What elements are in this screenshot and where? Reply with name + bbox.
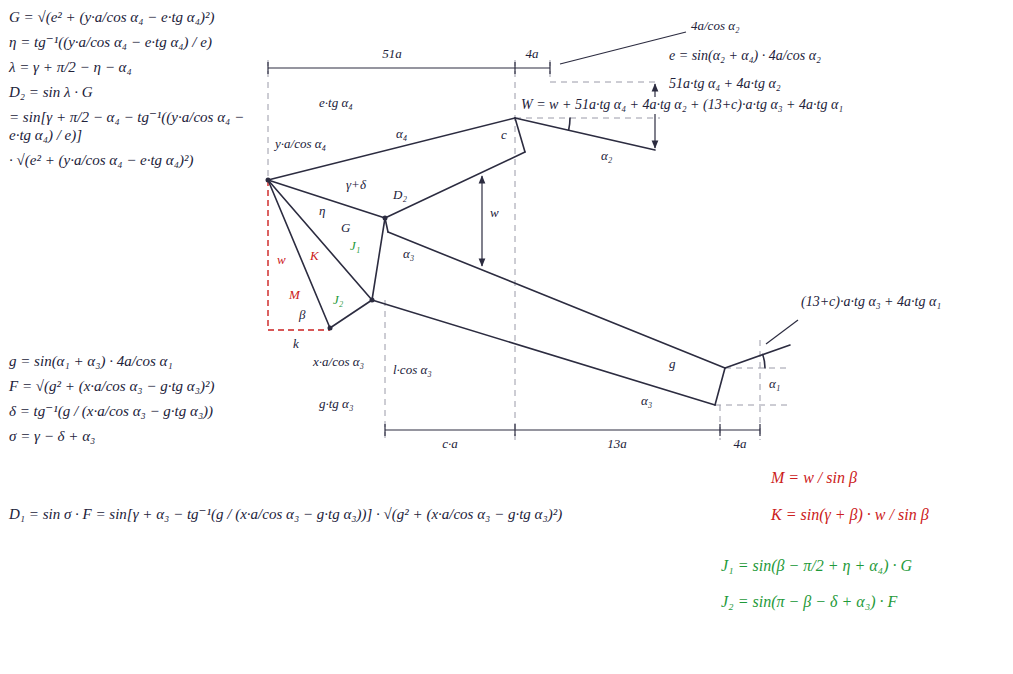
dimension-label: k <box>292 336 300 352</box>
formula: D₁ = sin σ · F = sin[γ + α₃ − tg⁻¹(g / (… <box>8 505 750 523</box>
formula: D₂ = sin λ · G <box>8 83 263 101</box>
formula: G = √(e² + (y·a/cos α₄ − e·tg α₄)²) <box>8 8 263 26</box>
formula-column: G = √(e² + (y·a/cos α₄ − e·tg α₄)²) η = t… <box>8 8 263 176</box>
callout-label: 4a/cos α₂ <box>690 18 741 34</box>
dimension-label: 13a <box>606 436 628 452</box>
formula: J₂ = sin(π − β − δ + α₃) · F <box>720 592 898 611</box>
formula: K = sin(γ + β) · w / sin β <box>770 505 930 524</box>
formula: W = w + 51a·tg α₄ + 4a·tg α₂ + (13+c)·a·… <box>520 97 844 114</box>
angle-label: α₄ <box>395 126 408 142</box>
distance-label: M <box>288 287 301 303</box>
distance-label: J₂ <box>332 292 344 308</box>
formula: 51a·tg α₄ + 4a·tg α₂ <box>668 76 782 93</box>
formula: g = sin(α₁ + α₃) · 4a/cos α₁ <box>8 352 263 370</box>
distance-label: G <box>340 220 351 236</box>
angle-label: α₃ <box>640 393 653 409</box>
dimension-label: x·a/cos α₃ <box>312 354 365 370</box>
dimension-label: c·a <box>441 436 459 452</box>
dimension-label: w <box>276 252 287 268</box>
formula: (13+c)·a·tg α₃ + 4a·tg α₁ <box>800 294 1002 311</box>
formula: = sin[γ + π/2 − α₄ − tg⁻¹((y·a/cos α₄ − … <box>8 108 263 144</box>
distance-label: D₂ <box>392 187 408 203</box>
angle-label: β <box>298 307 306 323</box>
linkage-bars <box>268 118 790 405</box>
formula: η = tg⁻¹((y·a/cos α₄ − e·tg α₄) / e) <box>8 33 263 51</box>
dimension-label: 51a <box>381 46 403 62</box>
formula-column: g = sin(α₁ + α₃) · 4a/cos α₁ F = √(g² + (… <box>8 352 263 452</box>
formula: λ = γ + π/2 − η − α₄ <box>8 58 263 76</box>
part-label: c <box>500 127 508 143</box>
dimension-label: y·a/cos α₄ <box>274 136 327 152</box>
dimension-label: l·cos α₃ <box>392 362 433 378</box>
distance-label: J₁ <box>349 238 361 254</box>
red-dashed-box <box>268 180 330 330</box>
formula: · √(e² + (y·a/cos α₄ − e·tg α₄)²) <box>8 151 263 169</box>
formula: δ = tg⁻¹(g / (x·a/cos α₃ − g·tg α₃)) <box>8 402 263 420</box>
dimension-label: 4a <box>733 436 748 452</box>
distance-label: K <box>309 248 320 264</box>
formula: J₁ = sin(β − π/2 + η + α₄) · G <box>720 556 913 575</box>
angle-label: η <box>318 203 326 219</box>
formula: e = sin(α₂ + α₄) · 4a/cos α₂ <box>668 48 822 65</box>
joints <box>266 178 388 331</box>
part-label: g <box>668 356 677 372</box>
angle-label: α₃ <box>402 246 415 262</box>
dimension-label: w <box>489 205 500 221</box>
formula: F = √(g² + (x·a/cos α₃ − g·tg α₃)²) <box>8 377 263 395</box>
angle-label: γ+δ <box>345 177 367 193</box>
dimension-label: g·tg α₃ <box>318 396 354 412</box>
dimension-label: 4a <box>525 46 540 62</box>
formula: σ = γ − δ + α₃ <box>8 427 263 445</box>
angle-label: α₁ <box>768 376 781 392</box>
construction-lines <box>268 60 790 440</box>
angle-label: α₂ <box>600 148 613 164</box>
dimension-lines <box>268 32 798 436</box>
dimension-label: e·tg α₄ <box>318 95 354 111</box>
formula: M = w / sin β <box>770 468 858 487</box>
